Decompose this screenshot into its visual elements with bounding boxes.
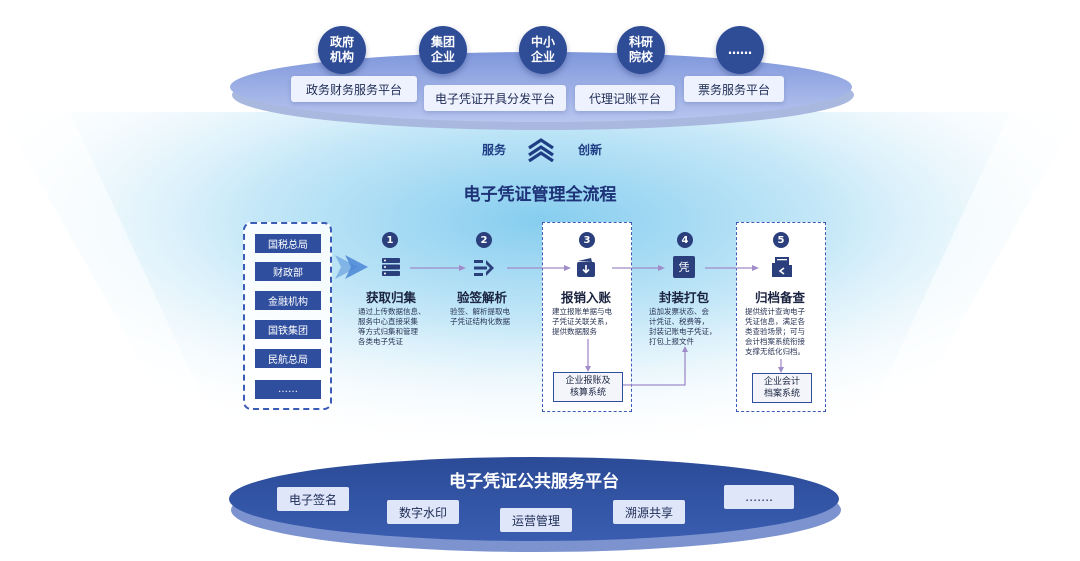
step1-description: 通过上传数据信息、服务中心直接采集等方式归集和管理各类电子凭证	[358, 307, 426, 346]
step-title: 获取归集	[366, 290, 417, 305]
platform-gov-finance[interactable]: 政务财务服务平台	[291, 76, 417, 102]
archive-folder-icon	[772, 257, 792, 277]
source-item[interactable]: 金融机构	[255, 291, 321, 310]
step-number: 4	[677, 232, 693, 248]
step-title: 报销入账	[561, 290, 612, 305]
user-circle-label: 政府机构	[329, 35, 354, 64]
voucher-sources-box: 国税总局 财政部 金融机构 国铁集团 民航总局 ……	[243, 222, 332, 410]
source-item[interactable]: 民航总局	[255, 349, 321, 368]
voucher-ticket-icon: 凭	[673, 256, 695, 278]
user-circle-more[interactable]: ……	[716, 26, 764, 74]
step-number: 2	[476, 232, 492, 248]
public-platform-title: 电子凭证公共服务平台	[449, 472, 619, 492]
platform-voucher-issue[interactable]: 电子凭证开具分发平台	[424, 85, 566, 111]
user-circle-research[interactable]: 科研院校	[617, 26, 665, 74]
capability-traceability-sharing[interactable]: 溯源共享	[613, 500, 685, 524]
step-title: 归档备查	[755, 290, 806, 305]
source-item[interactable]: 国税总局	[255, 234, 321, 253]
step-number: 5	[773, 232, 789, 248]
step2-description: 验签、解析提取电子凭证结构化数据	[450, 307, 510, 326]
capability-digital-watermark[interactable]: 数字水印	[387, 500, 459, 524]
source-item[interactable]: 国铁集团	[255, 320, 321, 339]
step5-description: 提供统计查询电子凭证信息，满足各类查验场景；可与会计档案系统衔接支撑无纸化归档。	[745, 307, 805, 356]
service-label: 服务	[482, 143, 507, 157]
wallet-download-icon	[577, 258, 595, 277]
server-stack-icon	[382, 258, 400, 276]
capability-e-signature[interactable]: 电子签名	[277, 487, 349, 511]
archive-system-box[interactable]: 企业会计档案系统	[752, 373, 812, 403]
source-item[interactable]: 财政部	[255, 262, 321, 281]
platform-ticket-service[interactable]: 票务服务平台	[684, 76, 784, 102]
source-item[interactable]: ……	[255, 380, 321, 399]
innovation-label: 创新	[578, 143, 603, 157]
user-circle-label: 科研院校	[628, 35, 653, 64]
double-chevron-up-icon	[528, 138, 554, 162]
user-circle-group[interactable]: 集团企业	[419, 26, 467, 74]
user-circle-label: 中小企业	[530, 35, 555, 64]
step3-description: 建立报账单据与电子凭证关联关系，提供数据服务	[552, 307, 612, 336]
step-title: 封装打包	[659, 290, 710, 305]
process-title: 电子凭证管理全流程	[463, 185, 617, 205]
capability-more[interactable]: …….	[724, 485, 794, 509]
platform-bookkeeping[interactable]: 代理记账平台	[575, 85, 675, 111]
capability-operations[interactable]: 运营管理	[500, 508, 572, 532]
step4-description: 追加发票状态、会计凭证、税费等，封装记账电子凭证，打包上报文件	[649, 307, 717, 346]
user-circle-label: 集团企业	[430, 35, 455, 64]
reimbursement-system-box[interactable]: 企业报账及核算系统	[553, 372, 623, 402]
step-number: 3	[579, 232, 595, 248]
user-circle-sme[interactable]: 中小企业	[519, 26, 567, 74]
parse-arrows-icon	[474, 260, 494, 276]
user-circle-gov[interactable]: 政府机构	[318, 26, 366, 74]
step-title: 验签解析	[457, 290, 508, 305]
step-number: 1	[382, 232, 398, 248]
user-circle-label: ……	[728, 42, 752, 57]
